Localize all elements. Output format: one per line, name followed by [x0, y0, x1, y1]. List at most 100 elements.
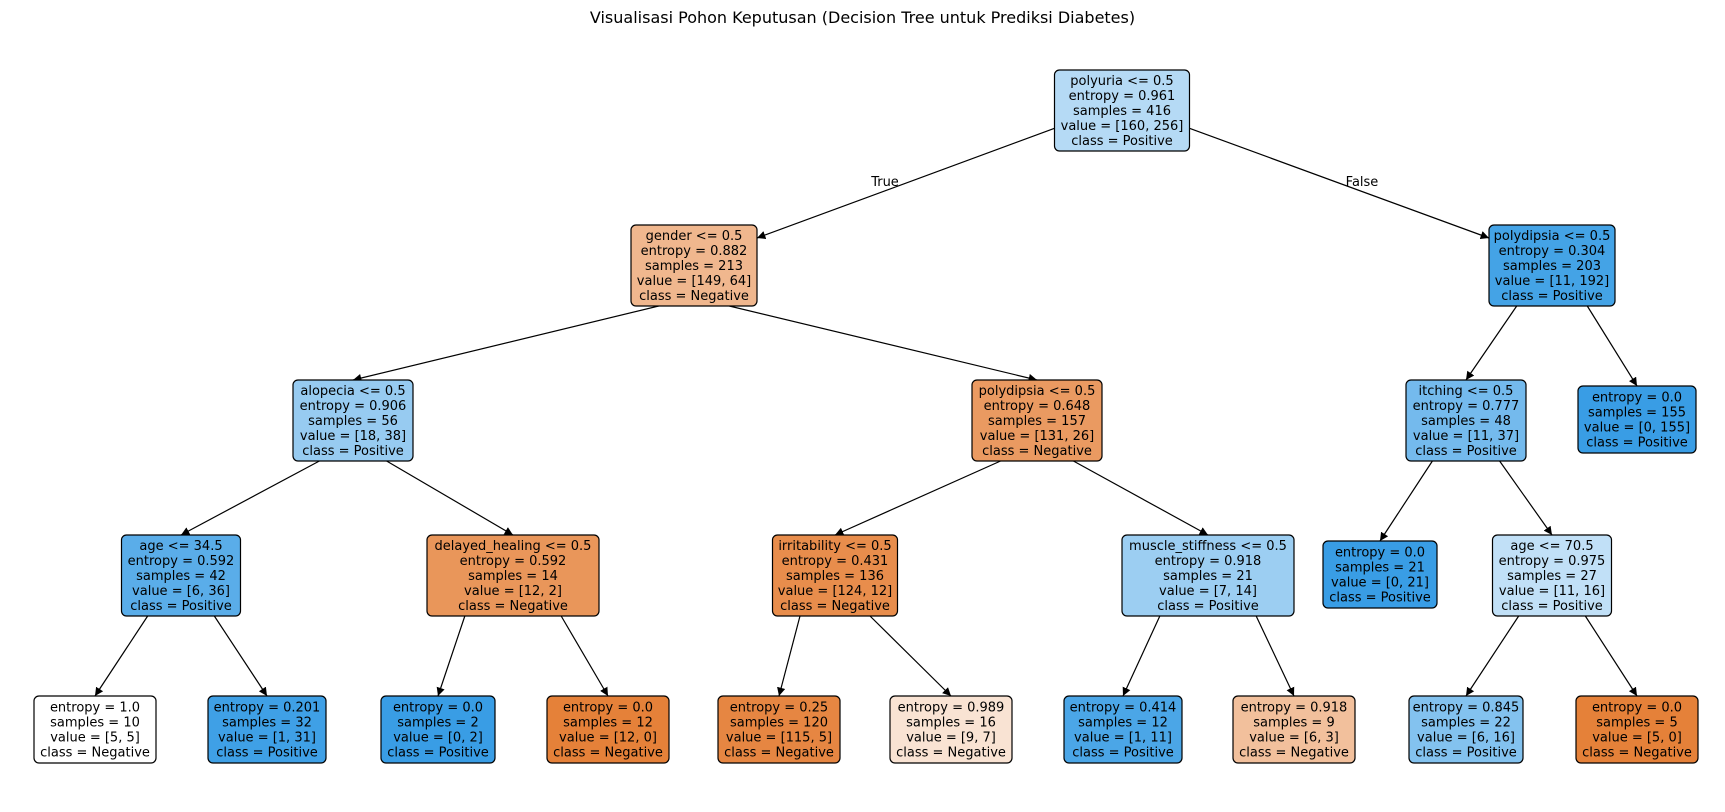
tree-node-box — [1575, 695, 1699, 764]
tree-node-text: class = Negative — [1239, 746, 1349, 761]
tree-edge — [869, 615, 952, 697]
tree-node-text: value = [0, 21] — [1331, 576, 1429, 591]
tree-node-text: samples = 213 — [645, 259, 743, 274]
tree-node-text: samples = 12 — [1078, 716, 1168, 731]
tree-node-text: class = Positive — [1329, 591, 1431, 606]
tree-edge — [1122, 615, 1161, 697]
tree-node-text: gender <= 0.5 — [646, 229, 743, 244]
tree-edge — [1499, 460, 1553, 536]
tree-edge — [213, 615, 268, 697]
tree-node-box — [630, 224, 758, 307]
tree-node-text: class = Negative — [982, 444, 1092, 459]
tree-node-box — [292, 379, 414, 462]
tree-edge — [1189, 127, 1490, 240]
tree-node-box — [1053, 69, 1191, 152]
tree-node-text: value = [1, 11] — [1074, 731, 1172, 746]
tree-node-box — [889, 695, 1013, 764]
tree-node-text: class = Negative — [780, 599, 890, 614]
tree-node-text: entropy = 0.201 — [214, 701, 321, 716]
tree-node-box — [1408, 695, 1524, 764]
tree-node-text: itching <= 0.5 — [1419, 384, 1514, 399]
tree-node-text: value = [115, 5] — [726, 731, 832, 746]
tree-node-text: entropy = 0.0 — [1592, 391, 1682, 406]
tree-node-text: value = [9, 7] — [906, 731, 996, 746]
tree-node-box — [380, 695, 496, 764]
tree-node-text: value = [11, 37] — [1413, 429, 1519, 444]
tree-node-box — [1488, 224, 1616, 307]
tree-node-box — [1232, 695, 1356, 764]
tree-node-box — [207, 695, 327, 764]
tree-node-text: class = Negative — [458, 599, 568, 614]
tree-node-text: entropy = 0.648 — [984, 399, 1091, 414]
tree-node-text: class = Negative — [1582, 746, 1692, 761]
tree-node-text: samples = 120 — [730, 716, 828, 731]
tree-node-text: value = [6, 3] — [1249, 731, 1339, 746]
tree-node-box — [1405, 379, 1527, 462]
tree-edge — [1586, 305, 1638, 387]
diagram-title: Visualisasi Pohon Keputusan (Decision Tr… — [589, 8, 1136, 27]
tree-edge — [1584, 615, 1638, 697]
tree-node-text: class = Negative — [639, 289, 749, 304]
tree-node-text: entropy = 0.845 — [1413, 701, 1520, 716]
tree-node-text: samples = 22 — [1421, 716, 1511, 731]
tree-node-text: class = Positive — [1415, 444, 1517, 459]
tree-node-text: class = Negative — [553, 746, 663, 761]
tree-edge — [180, 460, 320, 536]
tree-node-text: alopecia <= 0.5 — [300, 384, 405, 399]
tree-edge — [1465, 305, 1518, 381]
tree-node-box — [33, 695, 157, 764]
tree-node-text: class = Positive — [1501, 599, 1603, 614]
tree-node-box — [1491, 534, 1613, 617]
tree-node-text: class = Positive — [1415, 746, 1517, 761]
tree-node-box — [120, 534, 242, 617]
tree-node-text: entropy = 0.304 — [1499, 244, 1606, 259]
tree-node-text: value = [12, 2] — [464, 584, 562, 599]
tree-node-text: class = Positive — [302, 444, 404, 459]
tree-node-text: entropy = 0.414 — [1070, 701, 1177, 716]
tree-node-text: samples = 10 — [50, 716, 140, 731]
tree-node-text: samples = 12 — [563, 716, 653, 731]
tree-node-text: class = Positive — [216, 746, 318, 761]
tree-node-text: samples = 48 — [1421, 414, 1511, 429]
tree-node-text: value = [11, 16] — [1499, 584, 1605, 599]
branch-label-false: False — [1346, 175, 1379, 190]
tree-node-text: entropy = 0.906 — [300, 399, 407, 414]
tree-node-text: class = Positive — [1072, 746, 1174, 761]
tree-edge — [1255, 615, 1295, 697]
tree-node-text: samples = 16 — [906, 716, 996, 731]
tree-node-text: value = [149, 64] — [637, 274, 751, 289]
tree-edge — [436, 615, 466, 697]
tree-node-text: age <= 34.5 — [139, 539, 222, 554]
tree-node-text: samples = 157 — [988, 414, 1086, 429]
tree-node-text: value = [18, 38] — [300, 429, 406, 444]
tree-node-text: delayed_healing <= 0.5 — [435, 539, 592, 554]
tree-node-box — [546, 695, 670, 764]
tree-node-text: muscle_stiffness <= 0.5 — [1129, 539, 1287, 554]
tree-node-text: value = [124, 12] — [778, 584, 892, 599]
tree-node-text: samples = 32 — [222, 716, 312, 731]
tree-edge — [560, 615, 609, 697]
tree-node-text: value = [160, 256] — [1061, 119, 1184, 134]
tree-node-text: value = [11, 192] — [1495, 274, 1609, 289]
tree-node-text: samples = 21 — [1163, 569, 1253, 584]
branch-label-true: True — [870, 175, 899, 190]
tree-node-box — [971, 379, 1103, 462]
tree-node-text: value = [7, 14] — [1159, 584, 1257, 599]
tree-node-text: samples = 9 — [1253, 716, 1334, 731]
tree-node-text: entropy = 0.592 — [460, 554, 567, 569]
tree-node-text: entropy = 0.0 — [1335, 546, 1425, 561]
tree-node-text: entropy = 0.431 — [782, 554, 889, 569]
tree-edge — [729, 305, 1038, 383]
